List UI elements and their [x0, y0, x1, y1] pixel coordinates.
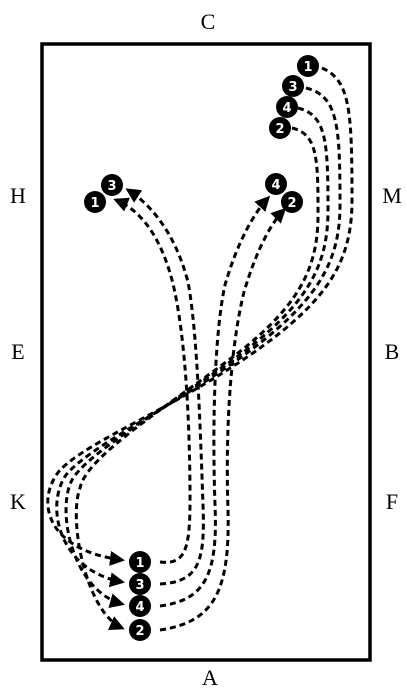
- rider-number: 2: [287, 196, 296, 211]
- rider-marker: [129, 595, 151, 617]
- bottom-group: 1 3 4 2: [129, 551, 151, 641]
- rider-number: 3: [135, 578, 144, 593]
- rider-marker: [129, 619, 151, 641]
- path-rider-3-return: [55, 86, 342, 588]
- rider-number: 3: [288, 80, 297, 95]
- rider-marker: [129, 551, 151, 573]
- arena-letter-h: H: [10, 183, 26, 208]
- rider-marker: [282, 75, 304, 97]
- rider-marker: [269, 117, 291, 139]
- rider-number: 1: [135, 556, 144, 571]
- arena-letter-k: K: [10, 489, 26, 514]
- rider-paths: [46, 66, 354, 632]
- rider-number: 3: [107, 179, 116, 194]
- arena-letter-b: B: [384, 339, 400, 364]
- end-left-group: 1 3: [84, 174, 123, 213]
- end-right-group: 4 2: [265, 173, 303, 213]
- arena-letter-f: F: [385, 489, 399, 514]
- arena-letter-c: C: [200, 9, 216, 34]
- path-rider-4: [159, 195, 271, 608]
- rider-marker: [276, 96, 298, 118]
- arena-letter-m: M: [382, 183, 402, 208]
- path-rider-2-return: [74, 126, 320, 630]
- top-right-group: 1 3 4 2: [269, 55, 319, 139]
- arena-letter-a: A: [202, 665, 218, 690]
- rider-marker: [129, 573, 151, 595]
- path-rider-4-return: [64, 106, 330, 608]
- rider-marker: [101, 174, 123, 196]
- path-rider-1-return: [46, 66, 354, 566]
- rider-marker: [84, 191, 106, 213]
- arena-border: [40, 42, 372, 662]
- arena-letter-e: E: [11, 339, 25, 364]
- rider-marker: [281, 191, 303, 213]
- path-rider-2: [159, 207, 287, 632]
- rider-marker: [297, 55, 319, 77]
- rider-number: 4: [282, 101, 291, 116]
- rider-number: 1: [303, 60, 312, 75]
- rider-number: 2: [275, 122, 284, 137]
- rider-number: 4: [271, 178, 280, 193]
- rider-number: 2: [135, 624, 144, 639]
- rider-marker: [265, 173, 287, 195]
- path-rider-1: [113, 197, 192, 564]
- rider-number: 4: [135, 600, 144, 615]
- rider-number: 1: [90, 196, 99, 211]
